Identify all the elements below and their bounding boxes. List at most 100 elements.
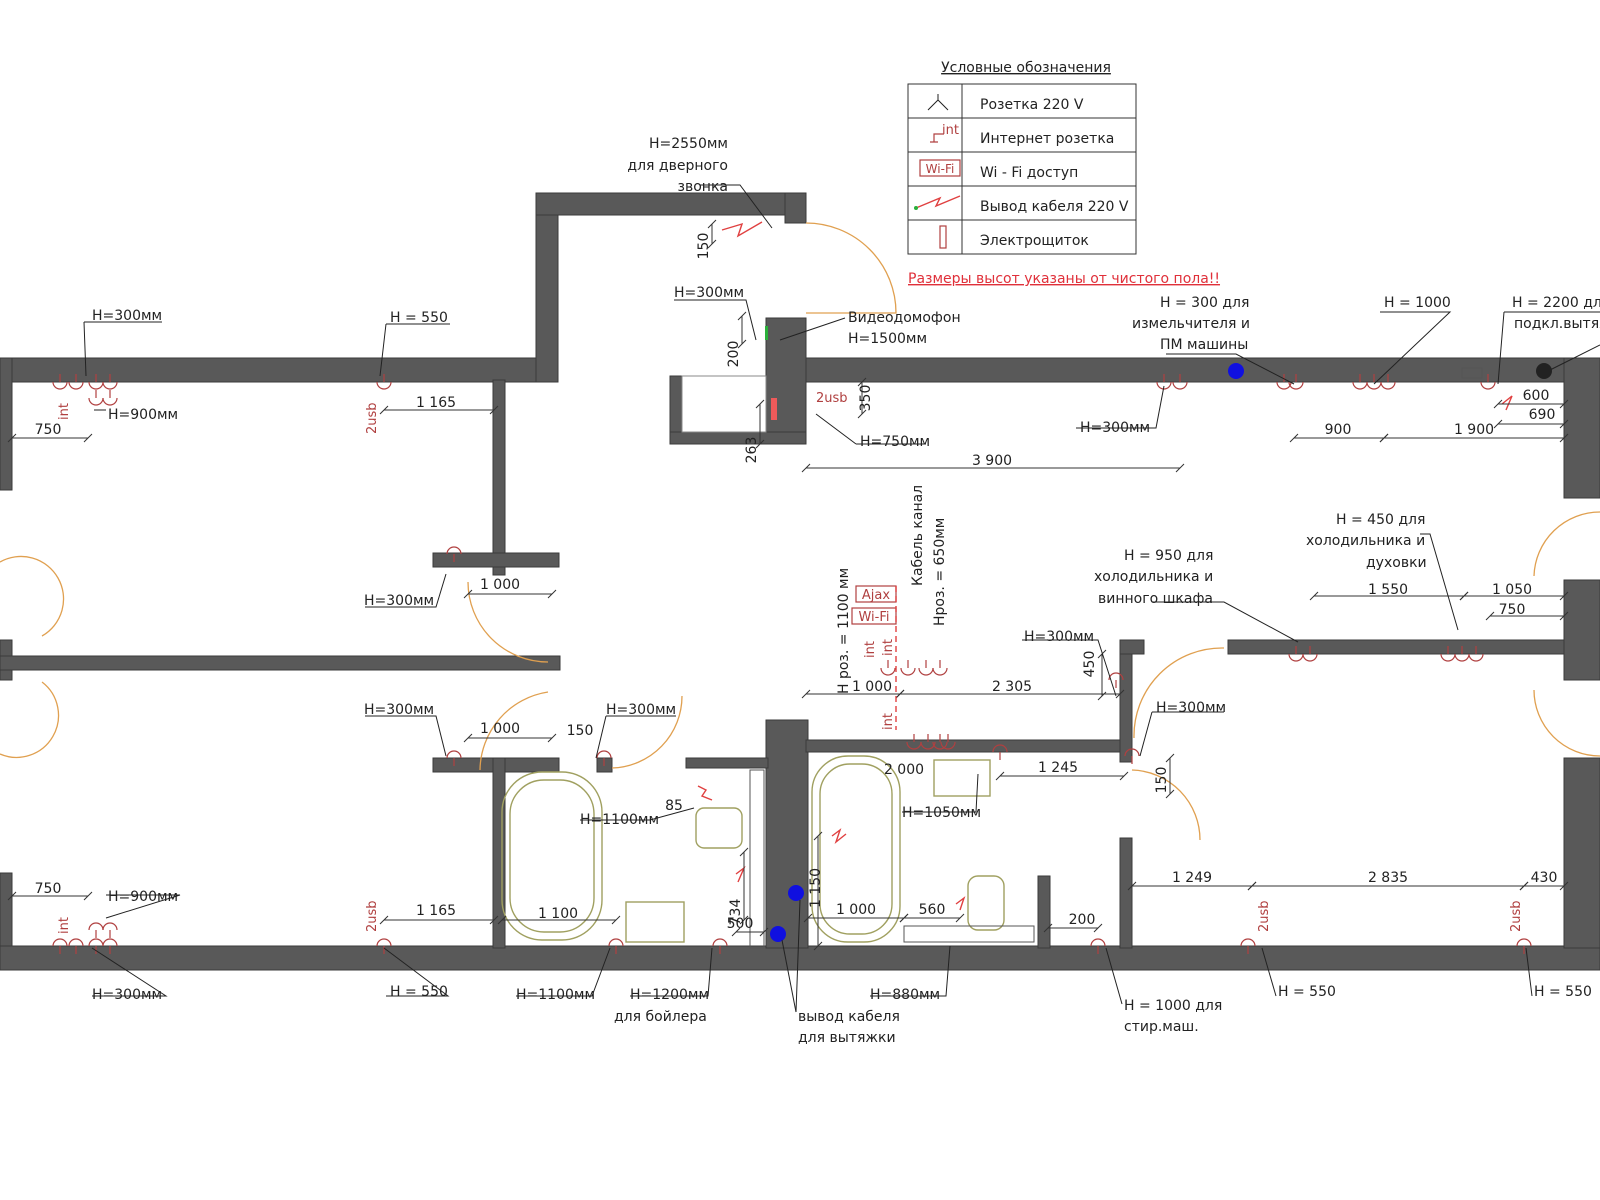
bathtub-1 xyxy=(501,771,603,941)
dimension-line xyxy=(463,589,557,599)
label-boiler-2: для бойлера xyxy=(614,1009,707,1025)
dim-1249: 1 249 xyxy=(1172,870,1212,886)
dim-85: 85 xyxy=(665,798,683,814)
electrical-tags: Ajax Wi-Fi int int int int int 2usb 2usb… xyxy=(57,391,1524,934)
bath2-shelf xyxy=(903,925,1035,943)
socket-220-icon xyxy=(1480,374,1496,390)
wall-shaft xyxy=(765,719,809,949)
legend: Условные обозначения int Wi-Fi Розетка 2… xyxy=(907,60,1220,287)
markers xyxy=(765,326,1552,942)
legend-row-1: Розетка 220 V xyxy=(980,97,1084,113)
dimension-line xyxy=(379,405,499,415)
socket-220-icon xyxy=(1468,646,1484,662)
wall-right-upper xyxy=(1563,357,1600,499)
label-h300-sw: H=300мм xyxy=(92,987,162,1003)
bathtub-2 xyxy=(811,755,901,943)
sink-1 xyxy=(625,901,685,943)
door-bath2 xyxy=(1131,769,1201,841)
label-hood-2: для вытяжки xyxy=(798,1030,896,1046)
dim-1900: 1 900 xyxy=(1454,422,1494,438)
socket-220-icon xyxy=(1288,374,1304,390)
label-h550-nw: H = 550 xyxy=(390,310,448,326)
label-h300-entry: H=300мм xyxy=(674,285,744,301)
dim-1165b: 1 165 xyxy=(416,903,456,919)
label-intercom-2: H=1500мм xyxy=(848,331,927,347)
dim-1000d: 1 000 xyxy=(852,679,892,695)
hood-outlet-box xyxy=(1461,367,1483,379)
legend-row-3: Wi - Fi доступ xyxy=(980,165,1078,181)
cable-shaft xyxy=(735,865,746,883)
sockets xyxy=(52,374,1532,954)
dimension-line xyxy=(1043,923,1103,933)
label-doorbell-2: для дверного xyxy=(627,158,728,174)
dim-1150: 1 150 xyxy=(808,868,824,908)
dimension-line xyxy=(731,927,769,937)
marker-shaft-2 xyxy=(770,926,786,942)
dim-1165a: 1 165 xyxy=(416,395,456,411)
dim-1100: 1 100 xyxy=(538,906,578,922)
door-left-lower xyxy=(0,681,60,759)
socket-220-icon xyxy=(932,660,948,676)
cable-bath2 xyxy=(831,828,847,845)
label-fridge-oven-2: холодильника и xyxy=(1306,533,1425,549)
socket-220-icon xyxy=(1288,646,1304,662)
socket-220-icon xyxy=(1352,374,1368,390)
dim-1550: 1 550 xyxy=(1368,582,1408,598)
dimension-line xyxy=(995,771,1129,781)
dim-350: 350 xyxy=(858,385,874,412)
wall-bath2-top xyxy=(805,739,1125,753)
ajax-label: Ajax xyxy=(862,588,890,603)
socket-220-icon xyxy=(596,750,612,766)
label-dishwasher-1: H = 300 для xyxy=(1160,295,1249,311)
dim-2000: 2 000 xyxy=(884,762,924,778)
legend-table xyxy=(907,83,1137,255)
label-fridge-wine-3: винного шкафа xyxy=(1098,591,1213,607)
wifi-label: Wi-Fi xyxy=(858,610,889,625)
wall-hall-stub xyxy=(1119,639,1145,655)
dim-750a: 750 xyxy=(35,422,62,438)
socket-220-icon xyxy=(1302,646,1318,662)
usb-tag-se2: 2usb xyxy=(1509,900,1524,932)
usb-tag-sw: 2usb xyxy=(365,900,380,932)
socket-220-icon xyxy=(1440,646,1456,662)
dim-150b: 150 xyxy=(1154,767,1170,794)
marker-dishwasher xyxy=(1228,363,1244,379)
legend-row-5: Электрощиток xyxy=(980,233,1089,249)
dim-1000c: 1 000 xyxy=(836,902,876,918)
internet-socket-icon: int xyxy=(930,123,959,143)
dimension-line xyxy=(1493,399,1569,409)
socket-220-icon xyxy=(68,938,84,954)
socket-220-icon xyxy=(1454,646,1470,662)
wall-right-mid xyxy=(1563,579,1600,681)
wall-bath1-stub xyxy=(685,757,769,769)
socket-220-icon xyxy=(1366,374,1382,390)
label-h1100-bath: H=1100мм xyxy=(580,812,659,828)
label-h550-se2: H = 550 xyxy=(1534,984,1592,1000)
socket-220-icon xyxy=(1516,938,1532,954)
label-hood-top-1: H = 2200 дл xyxy=(1512,295,1600,311)
dimension-line xyxy=(707,219,717,249)
bathtub-2-inner xyxy=(819,763,893,935)
label-fridge-wine-1: H = 950 для xyxy=(1124,548,1213,564)
label-h-roz2: Hроз. = 650мм xyxy=(932,518,948,626)
leader-lines xyxy=(83,184,1600,1013)
socket-220-icon xyxy=(920,734,936,750)
socket-220-icon xyxy=(1090,938,1106,954)
label-hood-top-2: подкл.вытяж xyxy=(1514,316,1600,332)
label-boiler-1: H=1200мм xyxy=(630,987,709,1003)
label-fridge-oven-3: духовки xyxy=(1366,555,1427,571)
dimension-line xyxy=(755,399,765,449)
label-fridge-wine-2: холодильника и xyxy=(1094,569,1213,585)
socket-220-icon xyxy=(1124,748,1140,764)
dim-263: 263 xyxy=(744,437,760,464)
bathtub-1-inner xyxy=(509,779,595,933)
walls xyxy=(0,192,1600,971)
sink-2 xyxy=(933,759,991,797)
entry-door xyxy=(805,222,897,314)
dim-430: 430 xyxy=(1531,870,1558,886)
fixtures xyxy=(501,375,1035,949)
dimension-line xyxy=(497,915,621,925)
label-h300-door2: H=300мм xyxy=(364,702,434,718)
dimension-line xyxy=(1519,881,1569,891)
socket-220-icon xyxy=(102,390,118,406)
